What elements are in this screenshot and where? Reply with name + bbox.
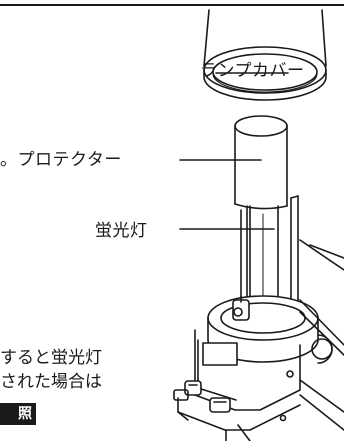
fluorescent-tube-label: 蛍光灯 bbox=[95, 221, 148, 241]
protector-label: 。プロテクター bbox=[0, 150, 122, 170]
protector-part bbox=[234, 115, 288, 210]
tube-guard-part bbox=[240, 195, 299, 311]
lamp-base-part bbox=[173, 295, 319, 441]
lamp-cover-label: ランプカバー bbox=[200, 61, 305, 81]
reference-badge: 照 bbox=[0, 403, 36, 425]
note-line-1: すると蛍光灯 bbox=[0, 348, 102, 368]
support-arm-part bbox=[237, 239, 344, 441]
note-line-2: された場合は bbox=[0, 372, 102, 392]
lamp-cover-part bbox=[203, 9, 327, 101]
